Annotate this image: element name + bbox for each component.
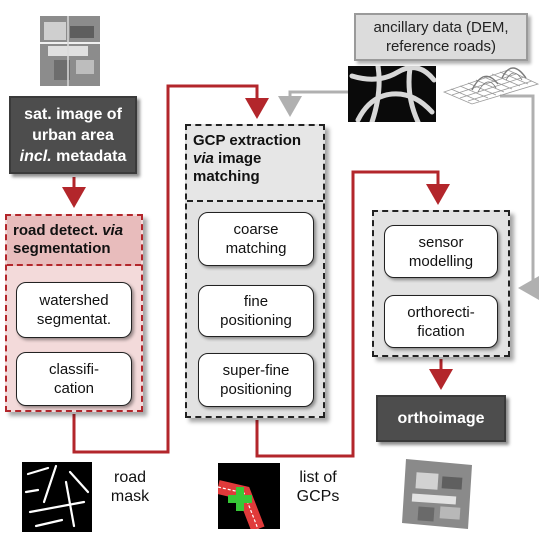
step-super-fine-positioning: super-fine positioning [198, 353, 314, 407]
step-classification-label: classifi-cation [48, 361, 99, 397]
gcp-title-line3: matching [193, 168, 260, 185]
reference-roads-thumbnail [348, 66, 436, 122]
gcp-extraction-title: GCP extraction via image matching [187, 126, 323, 202]
gcp-title-line1: GCP extraction [193, 132, 302, 149]
road-mask-label: road mask [110, 469, 150, 505]
gcp-list-label: list of GCPs [296, 469, 340, 505]
input-meta-prefix: incl. [19, 148, 52, 165]
step-watershed-label: watershed segmentat. [36, 292, 112, 328]
orthoimage-output-box: orthoimage [376, 395, 506, 442]
orthoimage-thumbnail [402, 459, 472, 529]
step-fine-label: fine positioning [220, 293, 292, 329]
road-detection-title: road detect. via segmentation [7, 216, 141, 266]
dem-surface-thumbnail [442, 67, 540, 105]
road-title-via: via [102, 222, 124, 239]
step-coarse-label: coarse matching [225, 221, 287, 257]
step-orthorectification: orthorecti-fication [384, 295, 498, 348]
input-meta-suffix: metadata [51, 148, 127, 165]
road-mask-thumbnail [22, 462, 92, 532]
ancillary-data-box: ancillary data (DEM, reference roads) [354, 13, 528, 61]
step-sensor-label: sensor modelling [408, 233, 474, 270]
satellite-image-thumbnail [40, 16, 100, 86]
gcp-title-via: via [193, 150, 214, 167]
satellite-image-input-box: sat. image of urban area incl. metadata [9, 96, 137, 174]
ancillary-line1: ancillary data (DEM, [373, 19, 509, 36]
gcp-title-image: image [213, 150, 262, 167]
arrow-road-to-gcp [72, 84, 269, 454]
road-title-suffix: segmentation [13, 240, 111, 257]
step-super-fine-label: super-fine positioning [220, 362, 292, 398]
road-title-prefix: road detect. [13, 222, 103, 239]
step-sensor-modelling: sensor modelling [384, 225, 498, 278]
arrow-gcp-to-ortho [255, 170, 450, 458]
arrow-ancillary-to-ortho [500, 94, 539, 300]
arrow-ancillary-to-gcp [278, 90, 348, 117]
step-classification: classifi-cation [16, 352, 132, 406]
step-ortho-label: orthorecti-fication [407, 303, 475, 340]
step-watershed-segmentation: watershed segmentat. [16, 282, 132, 338]
gcp-list-thumbnail [218, 463, 280, 529]
input-title: sat. image of urban area [24, 106, 122, 144]
output-title: orthoimage [397, 409, 485, 427]
step-fine-positioning: fine positioning [198, 285, 314, 337]
step-coarse-matching: coarse matching [198, 212, 314, 266]
ancillary-line2: reference roads) [385, 38, 497, 55]
